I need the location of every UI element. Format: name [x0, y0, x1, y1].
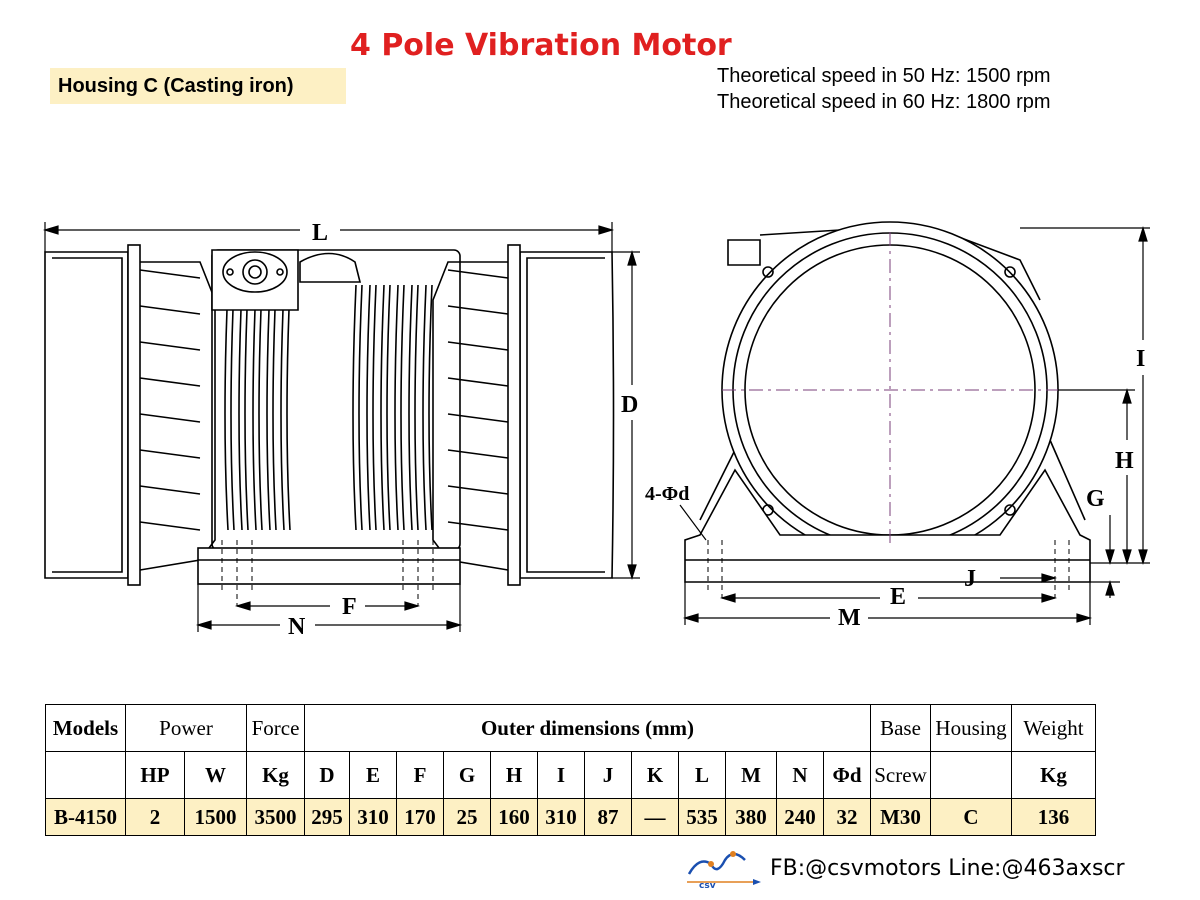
subheader-cell: HP [125, 751, 185, 799]
dim-label-e: E [890, 584, 906, 610]
body-rib [366, 284, 377, 531]
cooling-fin [139, 269, 201, 279]
header-models: Models [45, 704, 126, 752]
body-rib [380, 284, 391, 531]
value-cell: 87 [584, 798, 632, 836]
dim-label-l: L [312, 220, 328, 246]
cooling-fin [447, 521, 509, 531]
subheader-cell: Kg [246, 751, 305, 799]
table-row: B-4150 2 1500 3500 295 310 170 25 160 31… [45, 798, 1096, 836]
dim-label-n: N [288, 614, 306, 640]
subheader-cell: D [304, 751, 350, 799]
subheader-cell: L [678, 751, 726, 799]
value-cell: 136 [1011, 798, 1096, 836]
value-cell: 1500 [184, 798, 247, 836]
csv-logo: csv [687, 851, 761, 891]
value-cell: 535 [678, 798, 726, 836]
value-cell: 3500 [246, 798, 305, 836]
body-rib [352, 284, 363, 531]
dim-label-f: F [342, 594, 357, 620]
subheader-cell: E [349, 751, 397, 799]
housing-label: Housing C (Casting iron) [50, 68, 346, 104]
cooling-fin [447, 485, 509, 495]
cooling-fin [139, 377, 201, 387]
dim-label-j: J [964, 566, 976, 592]
technical-drawing: L D F N I H G J E M 4-Φd [42, 220, 1150, 640]
subheader-cell: M [725, 751, 777, 799]
value-cell: 240 [776, 798, 824, 836]
value-cell: 170 [396, 798, 444, 836]
cooling-fin [139, 485, 201, 495]
subheader-cell: Screw [870, 751, 931, 799]
cooling-fin [139, 413, 201, 423]
subheader-cell: Φd [823, 751, 871, 799]
cooling-fin [139, 449, 201, 459]
subheader-cell: I [537, 751, 585, 799]
side-dimensions [42, 222, 640, 632]
logo-text: csv [699, 881, 716, 891]
subheader-cell: G [443, 751, 491, 799]
header-outer-dimensions: Outer dimensions (mm) [304, 704, 871, 752]
value-cell: M30 [870, 798, 931, 836]
spec-table: Models Power Force Outer dimensions (mm)… [45, 704, 1096, 836]
body-rib [224, 284, 235, 531]
cooling-fin [447, 449, 509, 459]
body-rib [266, 284, 277, 531]
value-cell: 32 [823, 798, 871, 836]
value-cell: — [631, 798, 679, 836]
body-rib [252, 284, 263, 531]
body-rib [238, 284, 249, 531]
subheader-cell: Kg [1011, 751, 1096, 799]
header-base: Base [870, 704, 931, 752]
subheader-cell: W [184, 751, 247, 799]
dim-label-g: G [1086, 486, 1105, 512]
value-cell: 380 [725, 798, 777, 836]
subheader-empty [930, 751, 1012, 799]
front-view [684, 221, 1091, 598]
body-rib [422, 284, 433, 531]
header-force: Force [246, 704, 305, 752]
page-title: 4 Pole Vibration Motor [350, 28, 732, 63]
speed-60hz: Theoretical speed in 60 Hz: 1800 rpm [717, 91, 1051, 112]
cooling-fin [447, 341, 509, 351]
subheader-cell: J [584, 751, 632, 799]
dim-label-holes: 4-Φd [645, 483, 689, 505]
cooling-fin [447, 269, 509, 279]
dim-label-i: I [1136, 346, 1145, 372]
body-rib [394, 284, 405, 531]
subheader-cell: F [396, 751, 444, 799]
header-weight: Weight [1011, 704, 1096, 752]
value-cell: 295 [304, 798, 350, 836]
cooling-fin [447, 305, 509, 315]
body-rib [280, 284, 291, 531]
cooling-fin [139, 521, 201, 531]
value-cell: 160 [490, 798, 538, 836]
subheader-empty [45, 751, 126, 799]
subheader-cell: K [631, 751, 679, 799]
value-cell: C [930, 798, 1012, 836]
cooling-fin [447, 413, 509, 423]
speed-50hz: Theoretical speed in 50 Hz: 1500 rpm [717, 65, 1051, 87]
side-view [44, 244, 615, 606]
contact-info: FB:@csvmotors Line:@463axscr [770, 856, 1125, 881]
value-cell: 25 [443, 798, 491, 836]
dim-label-m: M [838, 605, 861, 631]
cooling-fin [447, 377, 509, 387]
value-cell: 2 [125, 798, 185, 836]
subheader-cell: N [776, 751, 824, 799]
body-rib [408, 284, 419, 531]
dim-label-h: H [1115, 448, 1134, 474]
cooling-fin [139, 305, 201, 315]
model-cell: B-4150 [45, 798, 126, 836]
front-dimensions [679, 225, 1150, 625]
header-power: Power [125, 704, 247, 752]
cooling-fin [139, 341, 201, 351]
header-housing: Housing [930, 704, 1012, 752]
value-cell: 310 [537, 798, 585, 836]
subheader-cell: H [490, 751, 538, 799]
dim-label-d: D [621, 392, 638, 418]
value-cell: 310 [349, 798, 397, 836]
